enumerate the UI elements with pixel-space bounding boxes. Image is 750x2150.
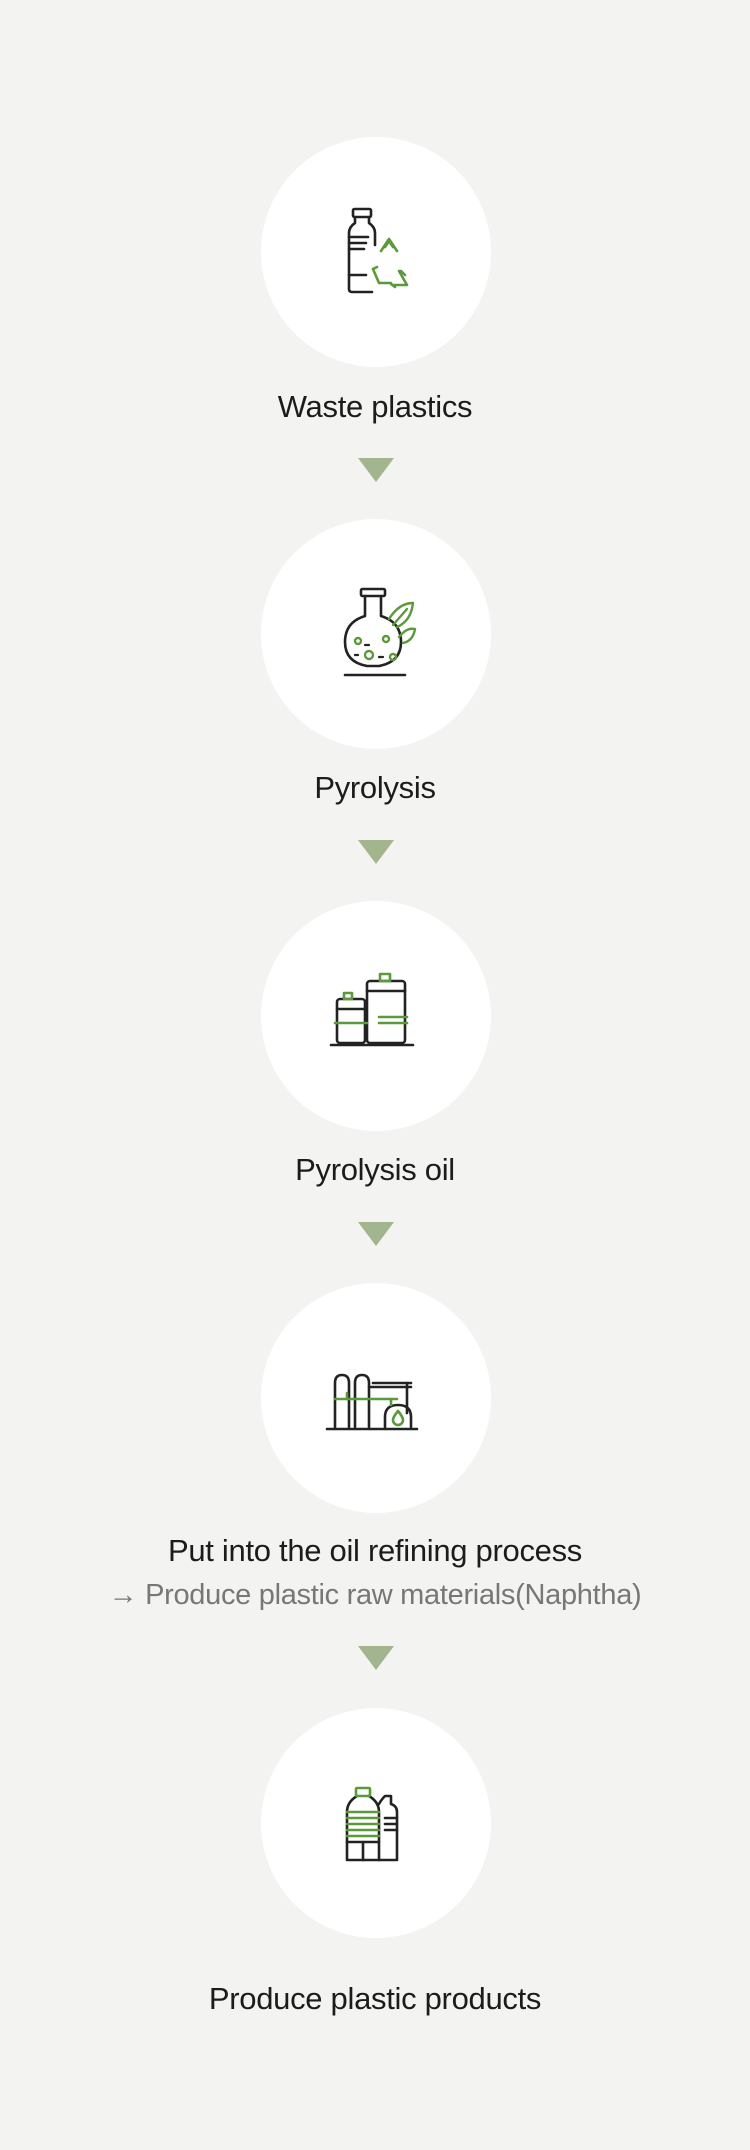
step-1-circle: [261, 137, 491, 367]
down-arrow-icon: [358, 1646, 394, 1670]
step-4-sublabel: → Produce plastic raw materials(Naphtha): [108, 1579, 642, 1611]
step-4-label: Put into the oil refining process: [167, 1533, 582, 1568]
step-3-circle: [261, 901, 491, 1131]
step-5-label: Produce plastic products: [208, 1981, 542, 2016]
step-4-circle: [261, 1283, 491, 1513]
step-3-label: Pyrolysis oil: [295, 1152, 455, 1187]
flask-leaf-icon: [343, 587, 417, 677]
plastic-bottles-icon: [345, 1786, 399, 1862]
down-arrow-icon: [358, 1222, 394, 1246]
down-arrow-icon: [358, 840, 394, 864]
step-2-label: Pyrolysis: [314, 770, 436, 805]
down-arrow-icon: [358, 458, 394, 482]
step-1-label: Waste plastics: [277, 389, 473, 424]
refinery-icon: [325, 1373, 419, 1431]
step-5-circle: [261, 1708, 491, 1938]
bottle-recycle-icon: [347, 207, 409, 294]
oil-barrels-icon: [329, 972, 415, 1047]
step-2-circle: [261, 519, 491, 749]
